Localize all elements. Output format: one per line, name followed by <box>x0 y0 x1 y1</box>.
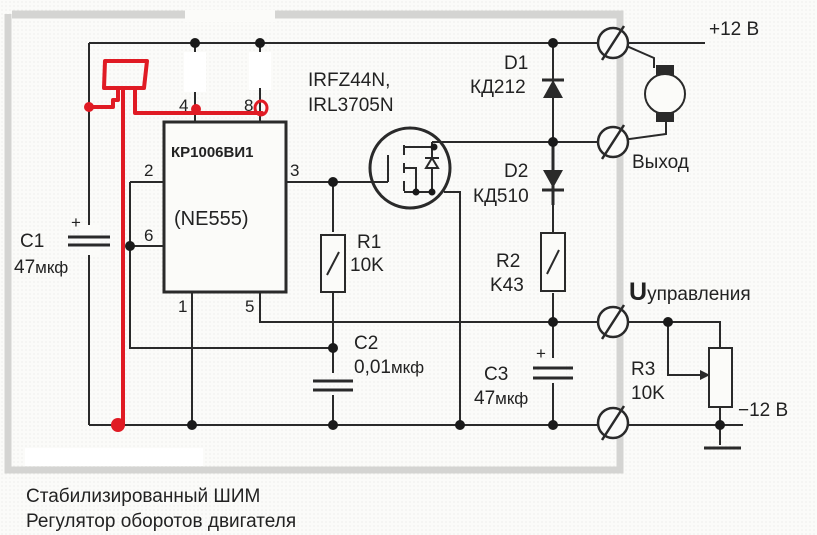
junction-pin8-top <box>255 38 265 48</box>
mosfet-label-2: IRL3705N <box>308 95 394 116</box>
junction-pin4-top <box>190 38 200 48</box>
ic-part-number: КР1006ВИ1 <box>171 144 254 161</box>
junction-c3-bottom <box>548 420 558 430</box>
d1-ref: D1 <box>504 53 529 74</box>
resistor-r1 <box>320 234 346 293</box>
c2-value-unit: мкф <box>390 358 425 377</box>
diode-d2 <box>542 142 564 205</box>
c2-value: 0,01мкф <box>354 358 424 377</box>
r1-ref: R1 <box>357 232 382 253</box>
caption-line-1: Стабилизированный ШИМ <box>26 486 261 507</box>
ic-alt-part: (NE555) <box>174 208 249 230</box>
terminal-output-label: Выход <box>632 152 689 173</box>
junction-pin1-bottom <box>187 420 197 430</box>
wiper-arrow <box>700 370 710 380</box>
terminal-minus12-label: −12 В <box>738 400 789 421</box>
control-label-u: U <box>629 278 648 306</box>
r2-value: K43 <box>490 275 524 296</box>
terminal-output <box>596 124 630 160</box>
terminal-plus12-label: +12 В <box>709 19 760 40</box>
c2-ref: C2 <box>354 333 379 354</box>
erase-patch-pin4 <box>184 52 206 92</box>
red-dot-pin4 <box>191 104 201 114</box>
junction-r2-bottom <box>548 317 558 327</box>
junction-d1-top <box>548 38 558 48</box>
wire-control <box>625 321 721 348</box>
c3-polarity: + <box>536 344 546 363</box>
junction-mosfet-s1 <box>412 188 420 196</box>
ic-pin-4-label: 4 <box>179 96 189 115</box>
c1-value-unit: мкф <box>35 258 69 277</box>
junction-r3-bottom <box>715 420 725 430</box>
ic-pin-8-label: 8 <box>244 96 254 115</box>
frame-gap-top <box>185 10 275 22</box>
wire-wiper <box>667 322 700 376</box>
terminal-minus12 <box>596 405 630 441</box>
frame-gap-bottom <box>25 448 203 466</box>
ic-pin-3-label: 3 <box>290 161 300 180</box>
red-dot-left <box>84 102 94 112</box>
terminal-control <box>596 304 630 340</box>
mosfet-label-1: IRFZ44N, <box>308 70 391 91</box>
ic-body <box>162 120 288 294</box>
junction-mosfet-d <box>430 143 438 151</box>
c1-value: 47мкф <box>14 258 68 277</box>
caption-line-2: Регулятор оборотов двигателя <box>26 511 297 532</box>
c3-value-unit: мкф <box>495 389 529 408</box>
junction-mosfet-s2 <box>428 188 436 196</box>
c3-ref: C3 <box>484 364 509 385</box>
resistor-r2 <box>540 232 566 292</box>
c3-value-number: 47 <box>474 388 496 409</box>
junction-pin6 <box>125 241 135 251</box>
wire-motor-top <box>621 43 655 68</box>
erase-patch-pin8 <box>249 52 271 90</box>
c1-ref: C1 <box>20 231 45 252</box>
junction-drain <box>548 137 558 147</box>
d2-ref: D2 <box>504 161 529 182</box>
ic-pin-2-label: 2 <box>144 161 154 180</box>
motor <box>644 65 686 122</box>
red-annotation <box>87 59 264 426</box>
control-label-subscript: управления <box>647 284 751 305</box>
mosfet <box>368 126 452 210</box>
junction-pin3 <box>328 177 338 187</box>
c1-polarity: + <box>71 213 81 232</box>
junction-r3-wiper <box>663 317 673 327</box>
wire-motor-bot <box>621 118 667 141</box>
wire-pin5 <box>259 292 599 323</box>
junction-c2-bottom <box>328 420 338 430</box>
terminal-plus12 <box>596 25 630 61</box>
red-dot-bottom <box>111 418 125 432</box>
c1-value-number: 47 <box>14 257 36 278</box>
junction-c2 <box>328 343 338 353</box>
ic-pin-6-label: 6 <box>144 226 154 245</box>
capacitor-c3 <box>533 360 573 382</box>
diode-d1 <box>542 78 564 98</box>
c2-value-number: 0,01 <box>354 357 391 378</box>
terminal-control-label: Uуправления <box>629 280 751 305</box>
capacitor-c1 <box>68 225 110 255</box>
ic-pin-1-label: 1 <box>178 297 188 316</box>
r3-value: 10K <box>631 383 665 404</box>
resistor-r3-potentiometer <box>708 347 733 408</box>
wire-source <box>444 191 461 425</box>
red-ring-pin8 <box>253 99 269 117</box>
d1-value: КД212 <box>470 77 526 98</box>
r1-value: 10K <box>350 255 384 276</box>
capacitor-c2 <box>313 379 353 392</box>
r2-ref: R2 <box>496 251 521 272</box>
junction-source-bottom <box>455 420 465 430</box>
c3-value: 47мкф <box>474 389 528 408</box>
wire-trigger-bus <box>129 182 333 349</box>
ic-pin-5-label: 5 <box>245 297 255 316</box>
d2-value: КД510 <box>473 186 529 207</box>
r3-ref: R3 <box>631 359 656 380</box>
